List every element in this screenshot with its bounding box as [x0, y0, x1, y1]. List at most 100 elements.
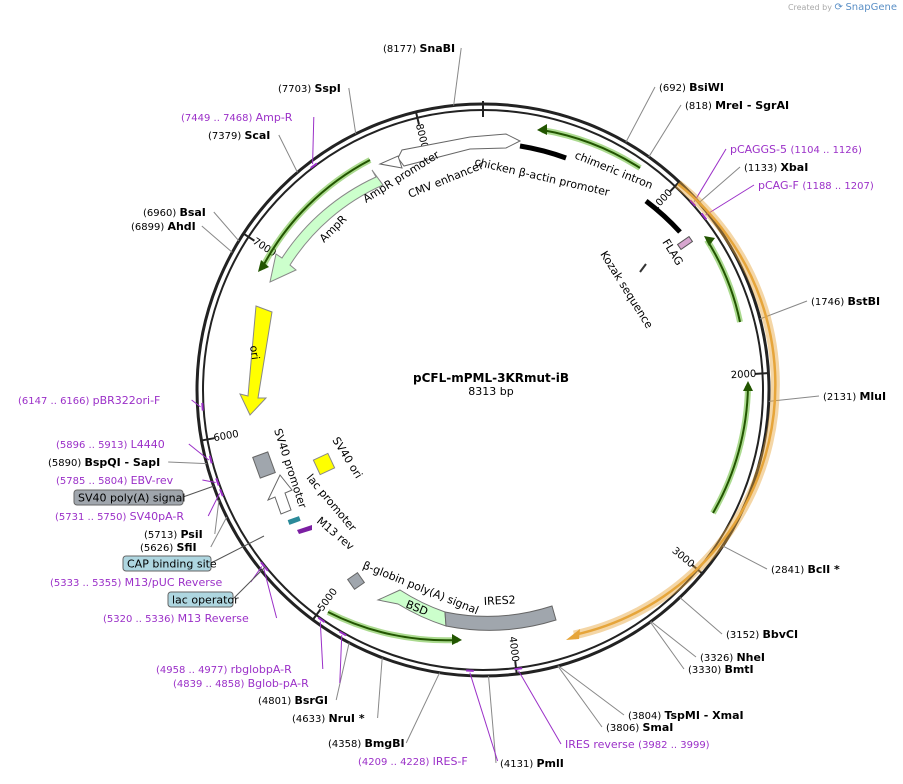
primer-label: pCAGGS-5 (1104 .. 1126): [730, 143, 862, 156]
feature-green-top-arrow: [537, 124, 547, 135]
feature-green-bottom-arrow: [452, 634, 462, 645]
primer-range: (5320 .. 5336): [103, 614, 178, 625]
primer-range: (5785 .. 5804): [56, 476, 131, 487]
primer-mark: [514, 668, 522, 669]
enzyme-label: (2131) MluI: [823, 390, 886, 403]
primer-name: pCAGGS-5: [730, 143, 791, 156]
enzyme-position: (6960): [143, 208, 179, 219]
enzyme-leader-line: [202, 226, 232, 252]
primer-label: (4839 .. 4858) Bglob-pA-R: [173, 677, 309, 690]
lac-teal-box: [288, 516, 301, 525]
enzyme-name: AhdI: [167, 220, 195, 233]
enzyme-label: (7379) ScaI: [208, 129, 270, 142]
enzyme-position: (3804): [628, 711, 664, 722]
primer-leader-line: [320, 622, 323, 669]
primer-label: (4958 .. 4977) rbglobpA-R: [156, 663, 292, 676]
enzyme-name: BsrGI: [294, 694, 327, 707]
primer-range: (4958 .. 4977): [156, 665, 231, 676]
enzyme-label: (3804) TspMI - XmaI: [628, 709, 744, 722]
enzyme-name: BmtI: [724, 663, 753, 676]
primer-name: SV40pA-R: [130, 510, 185, 523]
enzyme-position: (3330): [688, 665, 724, 676]
primer-range: (5333 .. 5355): [50, 578, 125, 589]
primer-name: M13/pUC Reverse: [125, 576, 223, 589]
enzyme-label: (3152) BbvCI: [726, 628, 798, 641]
enzyme-label: (4131) PmlI: [500, 757, 564, 770]
enzyme-leader-line: [214, 212, 239, 241]
enzyme-leader-line: [650, 622, 684, 669]
sv40-polya-label: SV40 poly(A) signal: [78, 492, 185, 505]
primer-label: (5785 .. 5804) EBV-rev: [56, 474, 174, 487]
primer-leader-line: [694, 149, 726, 202]
enzyme-name: ScaI: [244, 129, 270, 142]
amp-promoter-arrow: [380, 156, 402, 168]
enzyme-label: (6899) AhdI: [131, 220, 196, 233]
enzyme-name: BclI *: [807, 563, 840, 576]
tick-mark: [416, 113, 419, 125]
primer-leader-line: [470, 673, 498, 761]
label-ori: ori: [247, 345, 262, 361]
feature-green-left-line: [262, 160, 370, 268]
tick-label: 5000: [316, 587, 340, 614]
sv40-gray-box: [253, 452, 276, 478]
enzyme-extra: - SgrAI: [743, 99, 789, 112]
enzyme-leader-line: [680, 597, 722, 634]
enzyme-label: (1746) BstBI: [811, 295, 880, 308]
primer-leader-line: [519, 671, 561, 744]
primer-label: (5896 .. 5913) L4440: [56, 438, 165, 451]
primer-range: (5731 .. 5750): [55, 512, 130, 523]
primer-label: (7449 .. 7468) Amp-R: [181, 111, 293, 124]
sv40-ori-box: [313, 453, 334, 474]
enzyme-leader-line: [211, 517, 227, 547]
enzyme-name: MluI: [859, 390, 886, 403]
lac-operator-label: lac operator: [172, 594, 239, 607]
tick-label: 3000: [670, 545, 697, 570]
enzyme-position: (7379): [208, 131, 244, 142]
enzyme-leader-line: [558, 666, 624, 715]
kozak-mark: [640, 264, 646, 272]
feature-green-left: [262, 160, 370, 268]
enzyme-leader-line: [349, 88, 356, 134]
enzyme-label: (4358) BmgBI: [328, 737, 405, 750]
enzyme-position: (5890): [48, 458, 84, 469]
primer-label: IRES reverse (3982 .. 3999): [565, 738, 710, 751]
enzyme-name: BstBI: [847, 295, 880, 308]
enzyme-extra: - SapI: [121, 456, 161, 469]
enzyme-leader-line: [336, 643, 349, 700]
enzyme-name: SmaI: [642, 721, 673, 734]
chimeric-intron-bar: [520, 146, 566, 158]
enzyme-position: (3152): [726, 630, 762, 641]
enzyme-position: (1746): [811, 297, 847, 308]
enzyme-leader-line: [558, 666, 602, 727]
primer-range: (4839 .. 4858): [173, 679, 248, 690]
enzyme-leader-line: [279, 135, 298, 172]
primer-leader-line: [189, 444, 209, 460]
primer-range: (1104 .. 1126): [791, 145, 863, 156]
enzyme-position: (2131): [823, 392, 859, 403]
enzyme-label: (6960) BsaI: [143, 206, 206, 219]
bglob-gray-box: [348, 573, 365, 590]
tick-label: 4000: [506, 636, 520, 663]
enzyme-extra: - XmaI: [700, 709, 744, 722]
enzyme-position: (7703): [278, 84, 314, 95]
primer-range: (7449 .. 7468): [181, 113, 256, 124]
enzyme-position: (1133): [744, 163, 780, 174]
enzyme-label: (1133) XbaI: [744, 161, 808, 174]
enzyme-leader-line: [406, 673, 439, 743]
tick-label: 6000: [213, 429, 240, 444]
plasmid-size: 8313 bp: [468, 385, 513, 398]
enzyme-leader-line: [168, 462, 206, 464]
enzyme-name: PsiI: [180, 528, 202, 541]
tick-label: 2000: [731, 369, 757, 381]
primer-label: pCAG-F (1188 .. 1207): [758, 179, 874, 192]
primer-label: (5333 .. 5355) M13/pUC Reverse: [50, 576, 222, 589]
enzyme-label: (692) BsiWI: [659, 81, 724, 94]
enzyme-position: (692): [659, 83, 689, 94]
enzyme-name: NheI: [736, 651, 765, 664]
enzyme-name: NruI *: [328, 712, 364, 725]
enzyme-leader-line: [378, 658, 383, 718]
enzyme-label: (3326) NheI: [700, 651, 765, 664]
enzyme-name: MreI: [715, 99, 743, 112]
enzyme-label: (7703) SspI: [278, 82, 341, 95]
